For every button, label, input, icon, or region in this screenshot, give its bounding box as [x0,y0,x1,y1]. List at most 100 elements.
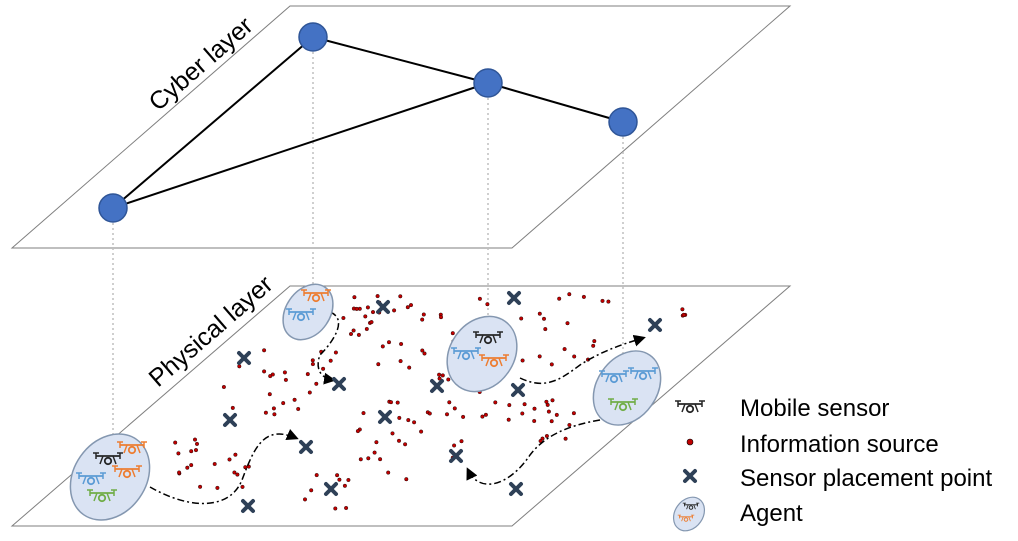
information-source-dot-icon [237,364,242,369]
information-source-dot-icon [307,390,312,395]
cyber-node [608,107,638,137]
cyber-edges [112,36,624,209]
edge-a-c [112,82,489,209]
information-source-dot-icon [446,377,451,382]
information-source-dot-icon [267,392,272,397]
information-source-dot-icon [282,370,287,375]
information-source-dot-icon [333,506,338,511]
information-source-dot-icon [283,377,288,382]
information-source-dot-icon [309,488,314,493]
information-source-dot-icon [606,299,611,304]
information-source-dot-icon [375,294,380,299]
information-source-dot-icon [310,362,315,367]
information-source-dot-icon [397,415,402,420]
information-source-dot-icon [452,406,457,411]
information-source-dot-icon [409,303,414,308]
information-source-dot-icon [378,457,383,462]
information-source-dot-icon [233,452,238,457]
information-source-dot-icon [537,354,542,359]
information-source-dot-icon [557,296,562,301]
legend-information-source-dot-icon [686,438,694,446]
information-source-dot-icon [341,316,346,321]
information-source-dot-icon [374,440,379,445]
information-source-dot-icon [230,405,235,410]
information-source-dot-icon [520,411,525,416]
information-source-dot-icon [397,438,402,443]
information-source-dot-icon [680,307,685,312]
information-source-dot-icon [543,327,548,332]
information-source-dot-icon [177,470,182,475]
trajectory-path [466,419,601,485]
legend-mobile-sensor-drone-icon [674,400,706,414]
information-source-dot-icon [369,320,374,325]
information-source-dot-icon [549,362,554,367]
cyber-nodes [98,22,638,223]
information-source-dot-icon [349,332,354,337]
information-source-dot-icon [483,412,488,417]
information-source-dot-icon [328,358,333,363]
trajectory-path [317,311,340,385]
information-source-dot-icon [392,308,397,313]
information-source-dot-icon [198,484,203,489]
agent [592,350,662,426]
information-source-dot-icon [354,306,359,311]
information-source-dot-icon [395,400,400,405]
information-source-dot-icon [572,354,577,359]
information-source-dot-icon [192,437,197,442]
information-source-dot-icon [459,439,464,444]
information-source-dot-icon [420,348,425,353]
information-source-dot-icon [493,400,498,405]
information-source-dot-icon [271,406,276,411]
information-source-dot-icon [450,331,455,336]
information-source-dot-icon [447,400,452,405]
legend-agent-ellipse-icon [672,496,706,532]
legend-sensor-placement-x-mark-icon [683,469,697,483]
information-source-dot-icon [189,463,194,468]
information-source-dot-icon [344,506,349,511]
information-source-dot-icon [562,347,567,352]
information-source-dot-icon [272,412,277,417]
legend-sensor-placement-label: Sensor placement point [740,465,992,492]
information-source-dot-icon [421,312,426,317]
information-source-dot-icon [372,450,377,455]
information-source-dot-icon [532,419,537,424]
information-source-dot-icon [321,366,326,371]
information-source-dot-icon [427,411,432,416]
information-source-dot-icon [352,295,357,300]
information-source-dot-icon [545,402,550,407]
information-source-dot-icon [371,310,376,315]
information-source-dot-icon [310,358,315,363]
information-source-dot-icon [235,472,240,477]
information-source-dot-icon [389,400,394,405]
information-source-dot-icon [532,406,537,411]
legend-information-source-label: Information source [740,431,939,458]
legend-agent-label: Agent [740,500,803,527]
information-source-dot-icon [215,485,220,490]
cyber-node [473,68,503,98]
information-source-dot-icon [522,402,527,407]
information-source-dot-icon [440,373,445,378]
information-source-dot-icon [346,478,351,483]
information-source-dot-icon [364,327,369,332]
information-source-dot-icon [194,441,199,446]
information-source-dot-icon [412,420,417,425]
trajectory-path [149,428,299,505]
information-source-dot-icon [376,362,381,367]
trajectories [149,311,646,505]
information-source-dot-icon [366,456,371,461]
information-source-dot-icon [538,439,543,444]
agent [69,433,151,521]
information-source-dot-icon [355,429,360,434]
information-source-dot-icon [240,484,245,489]
information-source-dot-icon [405,305,410,310]
information-source-dot-icon [507,403,512,408]
information-source-dot-icon [399,342,404,347]
information-source-dot-icon [232,470,237,475]
information-source-dot-icon [390,431,395,436]
information-source-dot-icon [542,316,547,321]
information-source-dot-icon [550,398,555,403]
information-source-dot-icon [185,465,190,470]
information-source-dot-icon [351,328,356,333]
information-source-dot-icon [305,372,310,377]
